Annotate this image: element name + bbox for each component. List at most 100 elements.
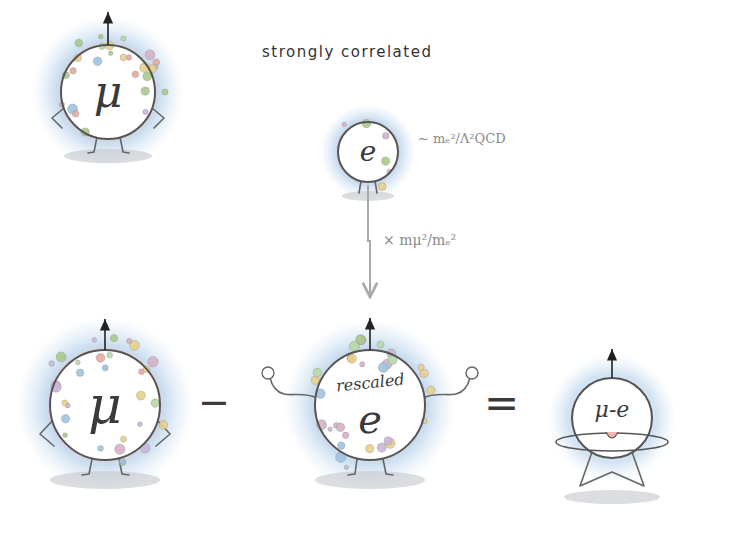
shadow: [564, 490, 660, 504]
particle-dot: [102, 365, 108, 371]
particle-node: μ: [50, 315, 160, 460]
spin-arrow: [104, 319, 106, 350]
halo: [284, 319, 456, 491]
ring: [556, 433, 668, 451]
node-text: rescaled: [335, 371, 405, 394]
particle-dot: [72, 111, 79, 118]
particle-dot: [120, 54, 127, 61]
legs: [348, 459, 393, 475]
particle-dot: [92, 338, 97, 343]
halo: [17, 317, 193, 493]
node-text: μ-e: [595, 399, 630, 421]
particle-dot: [162, 89, 168, 95]
particle-dot: [356, 335, 366, 345]
node-text: μ: [94, 70, 123, 114]
particle-dot: [121, 436, 127, 442]
particle-dot: [108, 51, 112, 55]
particle-dot: [338, 442, 345, 449]
annotation: =: [484, 380, 519, 426]
particle-dot: [357, 335, 366, 344]
particle-dot: [384, 437, 392, 445]
particle-dot: [127, 338, 132, 343]
body-fill: [50, 350, 160, 460]
shadow: [50, 471, 160, 489]
particle-node: e: [338, 122, 398, 182]
node-text: μ: [88, 379, 122, 431]
particle-dot: [378, 183, 386, 191]
particle-dot: [93, 57, 102, 66]
arm: [423, 378, 470, 398]
particle-dot: [110, 334, 117, 341]
shadow: [64, 149, 152, 163]
particle-circle: [572, 378, 652, 458]
particle-dot: [121, 36, 126, 41]
particle-dot: [148, 356, 158, 366]
particle-dot: [377, 341, 384, 348]
spin-arrow: [107, 12, 109, 45]
particle-dot: [153, 59, 160, 66]
particle-circle: [61, 45, 155, 139]
particle-dot: [342, 122, 347, 127]
particle-dot: [98, 446, 104, 452]
halos: [17, 16, 676, 493]
particle-dot: [145, 50, 155, 60]
particle-dot: [75, 39, 82, 46]
annotation: strongly correlated: [262, 44, 432, 61]
node-text: e: [358, 399, 382, 439]
particle-dot: [63, 433, 68, 438]
particle-dot: [56, 352, 66, 362]
particle-node: μ-e: [572, 345, 652, 458]
particle-dot: [96, 353, 105, 362]
particle-dot: [132, 71, 139, 78]
particle-dot: [141, 87, 149, 95]
spin-arrow: [611, 349, 613, 378]
particle-dot: [119, 458, 125, 464]
particle-dot: [382, 157, 390, 165]
particle-dot: [382, 132, 389, 139]
scaling-arrow: [368, 185, 370, 297]
particle-dot: [62, 400, 68, 406]
particle-dot: [115, 444, 125, 454]
particle-circle: [315, 350, 425, 460]
tongue: [606, 432, 618, 438]
shadow: [315, 471, 425, 489]
shadows: [50, 149, 660, 504]
particle-dot: [159, 421, 168, 430]
particle-dot: [366, 445, 374, 453]
particle-dot: [143, 109, 148, 114]
particle-node: rescaled e: [315, 300, 425, 460]
edge-label: × mμ²/mₑ²: [383, 233, 456, 248]
body-fill: [315, 350, 425, 460]
spin-arrow: [369, 318, 371, 350]
body-fill: [572, 378, 652, 458]
particle-dot: [418, 364, 424, 370]
particle-dot: [98, 34, 103, 39]
limbs: [40, 108, 644, 486]
particle-dot: [377, 443, 386, 452]
particle-dot: [362, 119, 371, 128]
particle-dot: [126, 55, 131, 60]
particle-dot: [328, 427, 332, 431]
particle-dot: [427, 386, 435, 394]
particle-dot: [344, 465, 348, 469]
particle-dot: [347, 354, 356, 363]
annotation: −: [198, 382, 230, 424]
particle-dot: [151, 399, 159, 407]
particle-circle: [50, 350, 160, 460]
particle-dot: [378, 363, 388, 373]
body-fill: [338, 122, 398, 182]
particle-dot: [137, 422, 142, 427]
particle-circle: [338, 122, 398, 182]
particle-dot: [61, 415, 69, 423]
fist: [262, 367, 274, 379]
particle-dot: [136, 391, 145, 400]
arm: [270, 378, 317, 398]
fist: [466, 367, 478, 379]
particle-node: μ: [61, 8, 155, 139]
annotation: ~ mₑ²/Λ²QCD: [418, 132, 506, 146]
node-text: e: [360, 138, 377, 166]
particle-dot: [313, 368, 322, 377]
particle-dot: [107, 352, 113, 358]
particle-dot: [49, 361, 55, 367]
